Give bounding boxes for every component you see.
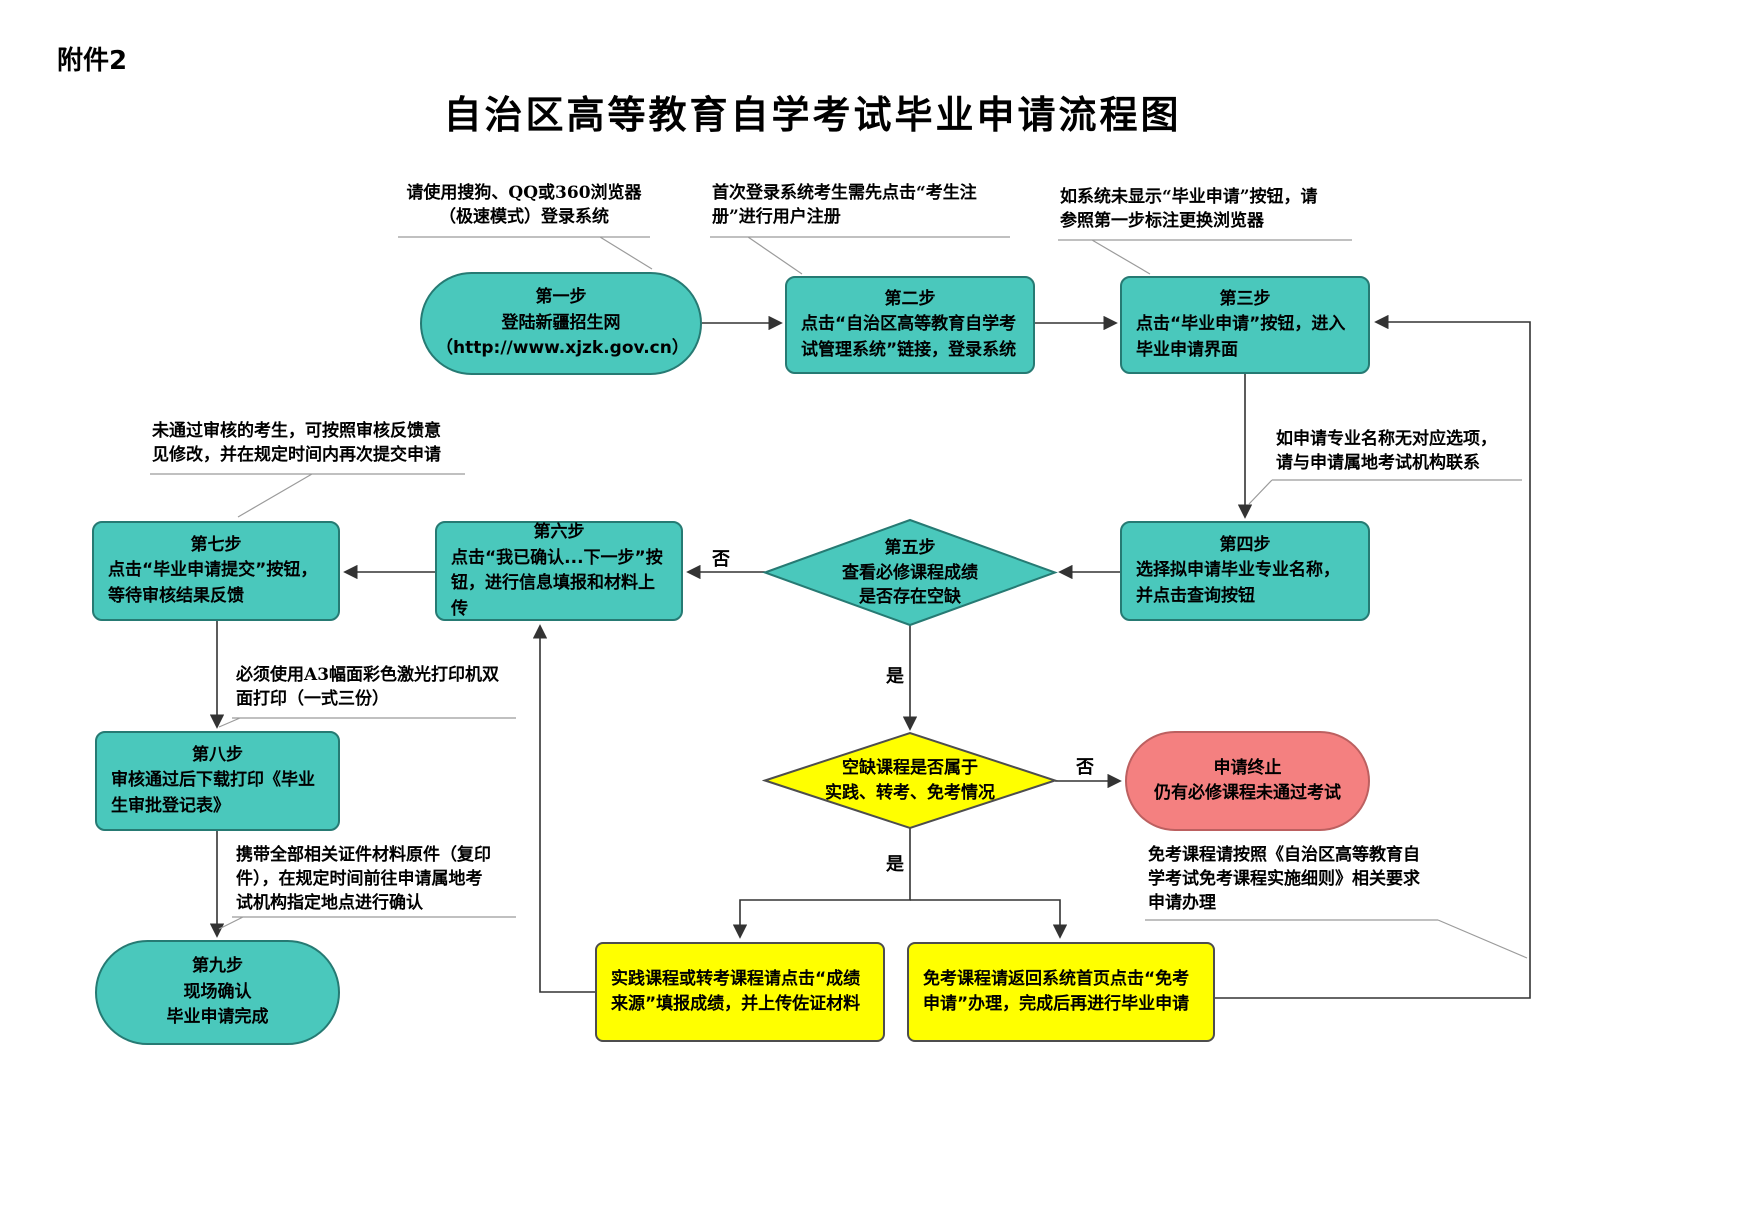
node-terminate-body: 仍有必修课程未通过考试	[1154, 783, 1341, 803]
note-change-browser-line2: 参照第一步标注更换浏览器	[1060, 210, 1264, 231]
edge-gap-practice-yes	[732, 828, 911, 939]
node-step6-body: 点击“我已确认...下一步”按钮，进行信息填报和材料上传	[451, 547, 663, 619]
node-decision-gap-line1: 空缺课程是否属于	[842, 758, 978, 779]
note-change-browser: 如系统未显示“毕业申请”按钮，请 参照第一步标注更换浏览器	[1060, 186, 1356, 234]
note-change-browser-line1: 如系统未显示“毕业申请”按钮，请	[1060, 187, 1318, 207]
edge-gap-exempt-yes	[910, 899, 1068, 939]
node-step7-title: 第七步	[190, 534, 242, 555]
page-title: 自治区高等教育自学考试毕业申请流程图	[443, 92, 1182, 137]
note-print-line2: 面打印（一式三份）	[236, 688, 389, 709]
node-step2-body: 点击“自治区高等教育自学考试管理系统”链接，登录系统	[801, 314, 1017, 360]
node-step3-title: 第三步	[1219, 288, 1271, 309]
note-exempt-rule-line2: 学考试免考课程实施细则》相关要求	[1148, 868, 1420, 889]
note-register-line1: 首次登录系统考生需先点击“考生注	[712, 183, 977, 203]
node-step3: 第三步 点击“毕业申请”按钮，进入毕业申请界面	[1120, 276, 1370, 374]
node-step7: 第七步 点击“毕业申请提交”按钮，等待审核结果反馈	[92, 521, 340, 621]
note-major-contact-line1: 如申请专业名称无对应选项，	[1276, 429, 1497, 449]
node-step4: 第四步 选择拟申请毕业专业名称，并点击查询按钮	[1120, 521, 1370, 621]
note-onsite-confirm: 携带全部相关证件材料原件（复印 件），在规定时间前往申请属地考 试机构指定地点进…	[236, 844, 518, 915]
note-exempt-rule-line3: 申请办理	[1148, 892, 1216, 913]
note-resubmit-line2: 见修改，并在规定时间内再次提交申请	[152, 444, 441, 465]
note-onsite-confirm-line2: 件），在规定时间前往申请属地考	[236, 868, 483, 889]
node-step2-title: 第二步	[884, 288, 936, 309]
note-resubmit-line1: 未通过审核的考生，可按照审核反馈意	[152, 421, 441, 441]
node-step8-body: 审核通过后下载打印《毕业生审批登记表》	[111, 770, 315, 816]
callout-major-contact-line	[1248, 479, 1522, 505]
callout-exempt-rule-line	[1145, 919, 1528, 959]
callout-print-line	[218, 717, 516, 728]
node-step1-line1: 登陆新疆招生网	[501, 312, 621, 333]
node-step9-title: 第九步	[192, 956, 243, 977]
callout-resubmit-line	[150, 473, 465, 518]
edge-label-yes-gap: 是	[886, 666, 904, 687]
node-step9-line1: 现场确认	[183, 981, 252, 1002]
node-step1: 第一步 登陆新疆招生网 （http://www.xjzk.gov.cn）	[420, 272, 702, 375]
node-step5-line1: 查看必修课程成绩	[842, 562, 978, 583]
note-browser-line1: 请使用搜狗、QQ或360浏览器	[406, 183, 642, 203]
node-decision-gap-line2: 实践、转考、免考情况	[825, 783, 995, 803]
callout-onsite-confirm-line	[218, 916, 516, 930]
node-step6: 第六步 点击“我已确认...下一步”按钮，进行信息填报和材料上传	[435, 521, 683, 621]
node-step5-line2: 是否存在空缺	[859, 587, 961, 608]
node-step7-body: 点击“毕业申请提交”按钮，等待审核结果反馈	[108, 560, 318, 606]
node-terminate-title: 申请终止	[1213, 757, 1282, 778]
note-onsite-confirm-line3: 试机构指定地点进行确认	[236, 892, 423, 913]
node-step1-url: （http://www.xjzk.gov.cn）	[436, 338, 689, 359]
node-step4-body: 选择拟申请毕业专业名称，并点击查询按钮	[1136, 560, 1340, 606]
node-step4-title: 第四步	[1219, 534, 1271, 555]
callout-register-line	[710, 236, 1010, 275]
node-step3-body: 点击“毕业申请”按钮，进入毕业申请界面	[1136, 314, 1346, 360]
edge-label-no-gap: 否	[712, 549, 730, 570]
node-step9: 第九步 现场确认 毕业申请完成	[95, 940, 340, 1045]
note-browser-line2: （极速模式）登录系统	[439, 206, 609, 227]
callout-change-browser-line	[1058, 239, 1352, 275]
node-action-exempt: 免考课程请返回系统首页点击“免考申请”办理，完成后再进行毕业申请	[907, 942, 1215, 1042]
note-exempt-rule-line1: 免考课程请按照《自治区高等教育自	[1148, 845, 1420, 865]
node-action-practice: 实践课程或转考课程请点击“成绩来源”填报成绩，并上传佐证材料	[595, 942, 885, 1042]
node-step1-title: 第一步	[535, 287, 587, 308]
note-major-contact-line2: 请与申请属地考试机构联系	[1276, 452, 1480, 473]
note-onsite-confirm-line1: 携带全部相关证件材料原件（复印	[236, 845, 491, 865]
attachment-label: 附件2	[57, 46, 128, 76]
callout-browser-line	[398, 236, 653, 270]
node-step6-title: 第六步	[533, 522, 585, 542]
edge-exempt-step3-return	[1215, 314, 1531, 999]
node-decision-gap-label: 空缺课程是否属于 实践、转考、免考情况	[770, 740, 1050, 822]
note-register: 首次登录系统考生需先点击“考生注 册”进行用户注册	[712, 182, 1012, 230]
node-step5-label: 第五步 查看必修课程成绩 是否存在空缺	[770, 526, 1050, 620]
edge-label-yes-exempt: 是	[886, 854, 904, 875]
node-step9-line2: 毕业申请完成	[166, 1007, 269, 1028]
note-print-line1: 必须使用A3幅面彩色激光打印机双	[236, 665, 500, 685]
edge-practice-step6-return	[532, 624, 595, 993]
node-terminate: 申请终止 仍有必修课程未通过考试	[1125, 731, 1370, 831]
node-step2: 第二步 点击“自治区高等教育自学考试管理系统”链接，登录系统	[785, 276, 1035, 374]
node-step8: 第八步 审核通过后下载打印《毕业生审批登记表》	[95, 731, 340, 831]
note-browser: 请使用搜狗、QQ或360浏览器 （极速模式）登录系统	[398, 182, 650, 230]
node-decision-gap-shape	[761, 731, 1059, 830]
node-action-exempt-body: 免考课程请返回系统首页点击“免考申请”办理，完成后再进行毕业申请	[923, 968, 1190, 1015]
node-step5-title: 第五步	[884, 538, 936, 559]
note-print: 必须使用A3幅面彩色激光打印机双 面打印（一式三份）	[236, 664, 518, 712]
note-major-contact: 如申请专业名称无对应选项， 请与申请属地考试机构联系	[1276, 428, 1526, 476]
node-step8-title: 第八步	[192, 744, 243, 765]
note-exempt-rule: 免考课程请按照《自治区高等教育自 学考试免考课程实施细则》相关要求 申请办理	[1148, 844, 1446, 915]
note-register-line2: 册”进行用户注册	[712, 206, 841, 227]
node-step5-shape	[762, 518, 1058, 627]
edge-label-no-exempt: 否	[1076, 757, 1094, 778]
node-action-practice-body: 实践课程或转考课程请点击“成绩来源”填报成绩，并上传佐证材料	[611, 968, 861, 1015]
note-resubmit: 未通过审核的考生，可按照审核反馈意 见修改，并在规定时间内再次提交申请	[152, 420, 470, 468]
